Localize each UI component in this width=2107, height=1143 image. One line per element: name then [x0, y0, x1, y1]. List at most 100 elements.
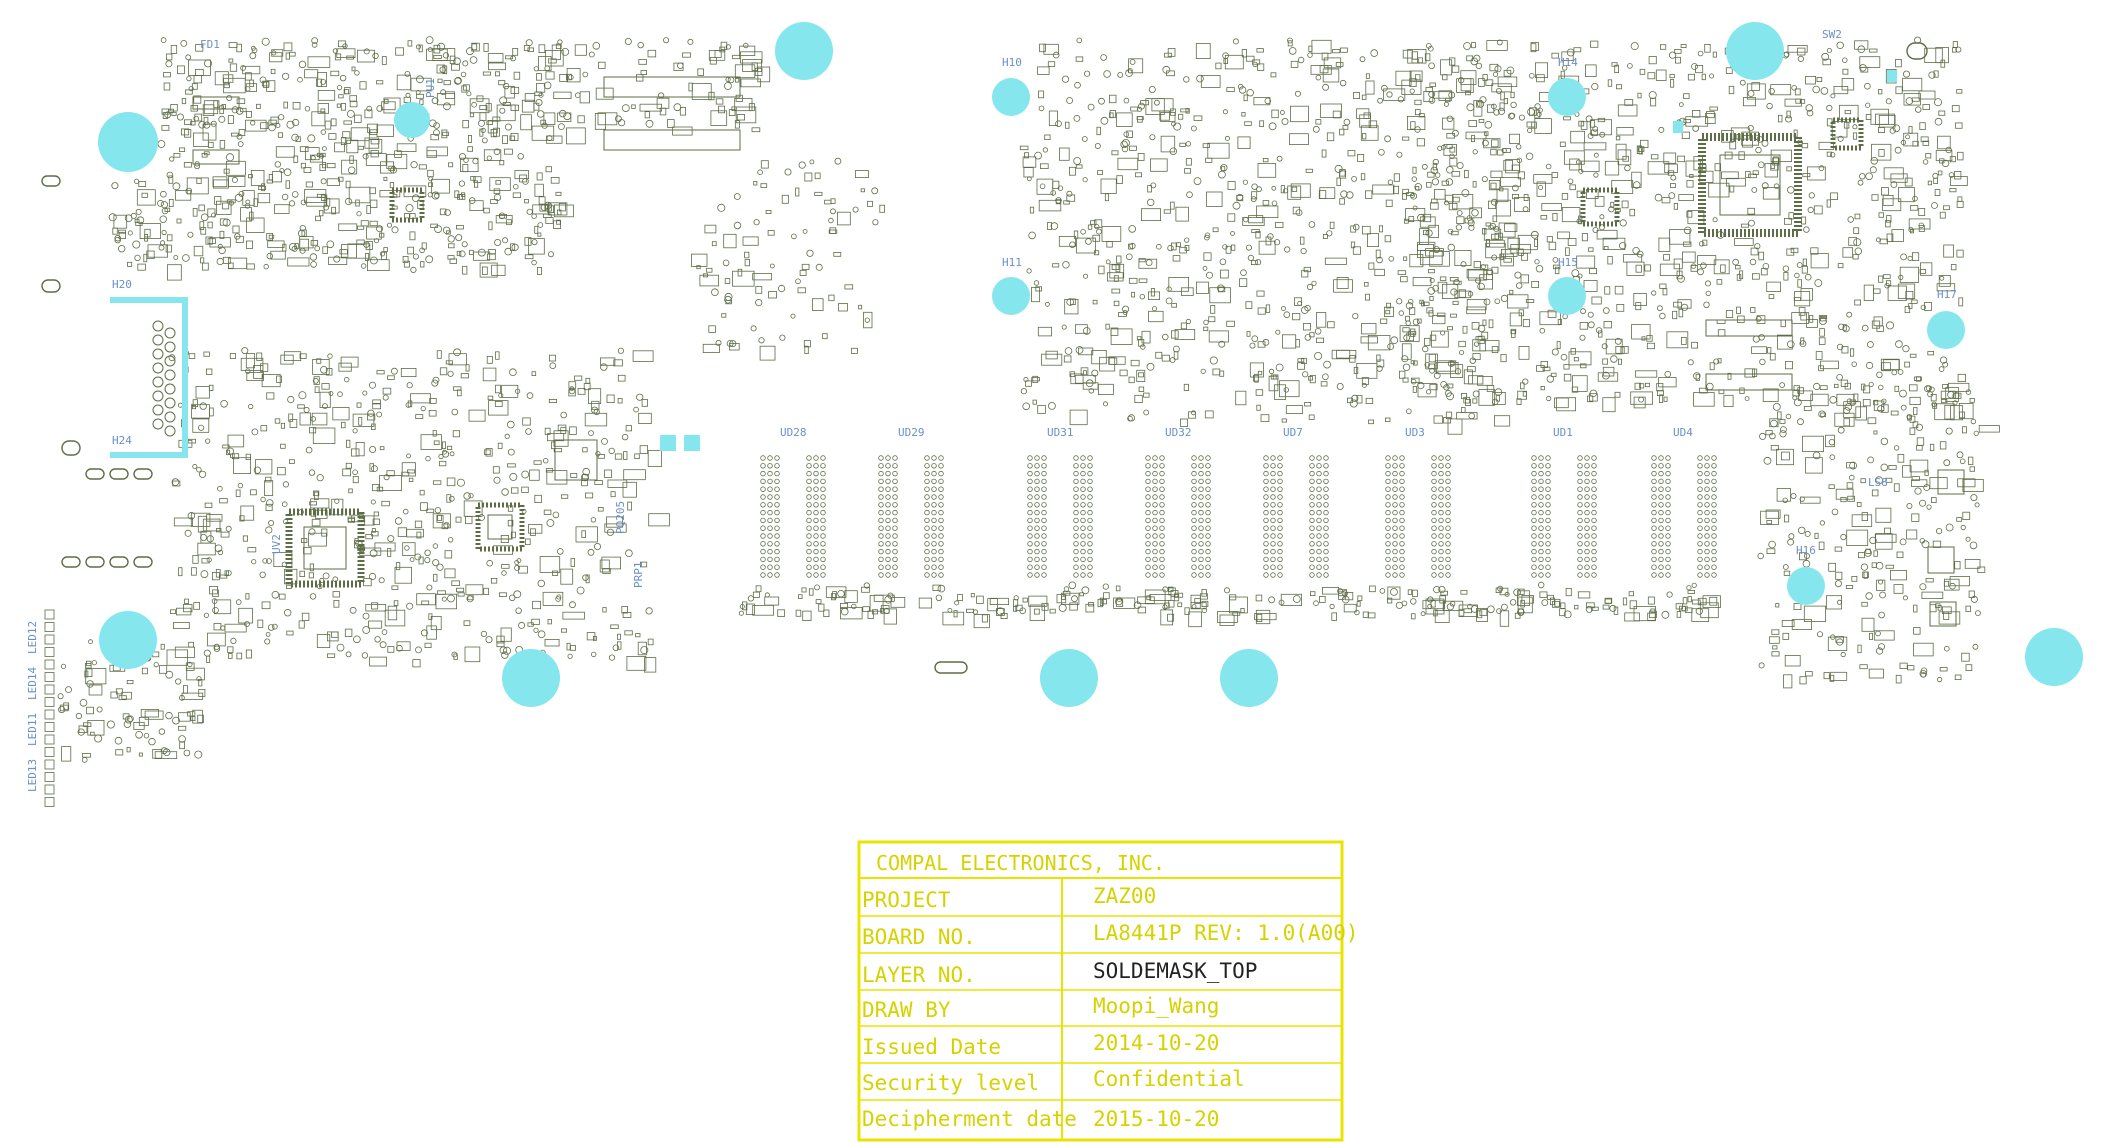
component-pad: [1899, 389, 1907, 398]
component-pad: [1663, 396, 1668, 402]
component-pad: [415, 44, 421, 50]
component-pad: [1849, 461, 1857, 470]
component-pad: [244, 621, 250, 627]
component-pad: [638, 412, 652, 424]
component-pad: [1069, 241, 1076, 248]
component-pad: [1878, 384, 1884, 391]
component-pad: [873, 594, 895, 602]
bga-ball: [878, 463, 884, 469]
component-pad: [1871, 143, 1892, 161]
component-pad: [1040, 163, 1049, 170]
component-pad: [123, 720, 132, 728]
bga-ball: [1152, 517, 1158, 524]
component-pad: [206, 655, 211, 663]
component-pad: [515, 607, 522, 614]
component-pad: [1501, 603, 1508, 611]
component-pad: [322, 572, 330, 580]
component-pad: [1074, 81, 1081, 89]
component-pad: [1937, 605, 1942, 611]
component-pad: [227, 646, 234, 653]
component-pad: [359, 81, 367, 90]
led-pad: [44, 622, 55, 632]
component-pad: [111, 182, 119, 190]
bga-ball: [892, 541, 898, 547]
bga-ball: [1704, 502, 1710, 508]
component-pad: [1426, 182, 1432, 188]
component-pad: [1634, 382, 1641, 390]
bga-ball: [1385, 470, 1391, 477]
component-pad: [255, 459, 273, 475]
component-pad: [350, 127, 370, 142]
component-pad: [545, 50, 564, 67]
component-pad: [557, 424, 567, 431]
component-pad: [1910, 229, 1915, 234]
component-pad: [742, 59, 762, 73]
bga-ball: [1277, 548, 1283, 555]
component-pad: [265, 526, 273, 534]
bga-ball: [1438, 556, 1444, 563]
bga-ball: [1309, 541, 1315, 547]
bga-ball: [1191, 494, 1197, 500]
component-pad: [976, 595, 984, 604]
component-pad: [441, 129, 448, 139]
component-pad: [1066, 194, 1076, 202]
bga-ball: [1651, 494, 1657, 500]
component-pad: [1288, 47, 1297, 55]
component-pad: [256, 352, 263, 361]
component-pad: [1331, 612, 1338, 621]
component-pad: [1709, 362, 1715, 371]
component-pad: [558, 123, 565, 130]
bga-ball: [1316, 525, 1322, 531]
component-pad: [1380, 318, 1388, 324]
component-pad: [1834, 412, 1855, 427]
bga-ball: [1323, 517, 1329, 524]
bga-ball: [1263, 509, 1269, 516]
bga-ball: [1531, 517, 1537, 524]
bga-ball: [1145, 463, 1151, 469]
component-pad: [415, 414, 424, 420]
bga-ball: [1431, 470, 1437, 477]
component-pad: [368, 381, 376, 389]
component-pad: [1013, 605, 1018, 612]
component-pad: [1083, 370, 1087, 376]
component-pad: [1300, 248, 1307, 255]
component-pad: [1368, 120, 1378, 129]
component-pad: [537, 630, 546, 638]
component-pad: [617, 398, 623, 404]
mounting-hole: [1726, 22, 1784, 80]
component-pad: [1835, 571, 1843, 580]
component-pad: [501, 384, 519, 398]
component-pad: [546, 519, 555, 527]
component-pad: [470, 176, 476, 181]
component-pad: [1218, 340, 1226, 348]
mounting-hole: [502, 649, 560, 707]
component-pad: [1687, 73, 1696, 81]
component-pad: [352, 475, 359, 484]
bga-ball: [1191, 564, 1197, 570]
component-pad: [1522, 391, 1527, 397]
component-pad: [424, 642, 432, 649]
component-pad: [1146, 595, 1152, 601]
bga-ball: [1538, 502, 1544, 508]
component-pad: [1770, 149, 1792, 163]
component-pad: [795, 187, 800, 197]
bga-ball: [1080, 502, 1086, 508]
component-pad: [1678, 102, 1684, 107]
component-pad: [1510, 91, 1515, 99]
component-pad: [308, 469, 316, 476]
component-pad: [1140, 100, 1149, 106]
bga-ball: [1591, 525, 1597, 531]
component-pad: [1798, 307, 1806, 316]
component-pad: [144, 710, 164, 720]
component-pad: [1362, 225, 1371, 235]
component-pad: [284, 609, 292, 617]
component-pad: [188, 353, 196, 359]
title-key-security: Security level: [862, 1071, 1039, 1095]
component-pad: [584, 412, 608, 427]
component-pad: [1554, 598, 1561, 608]
component-pad: [444, 568, 456, 579]
component-pad: [840, 607, 863, 620]
component-pad: [863, 582, 870, 589]
component-pad: [562, 611, 585, 620]
component-pad: [1973, 430, 1979, 436]
